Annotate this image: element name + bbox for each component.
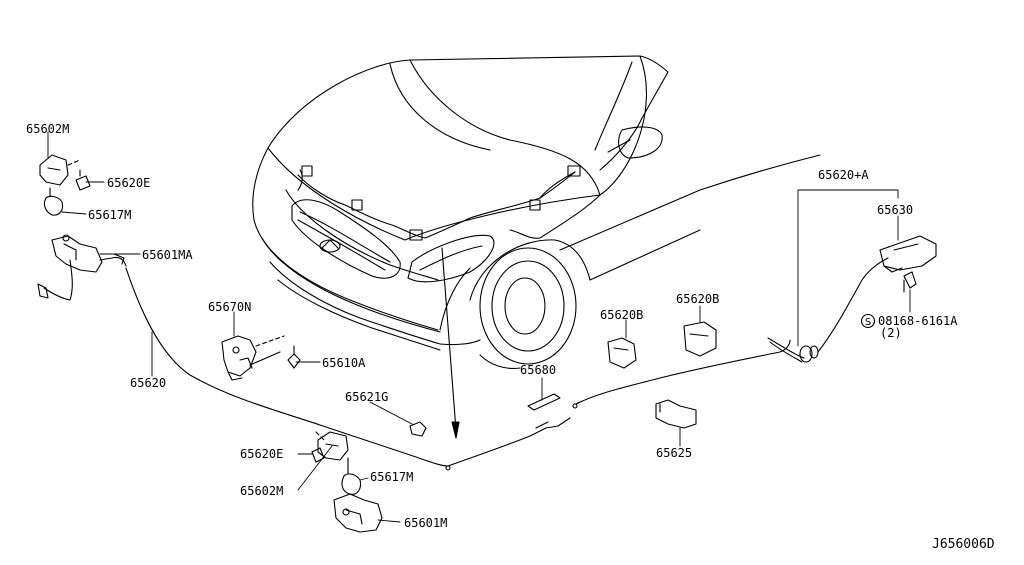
label-bolt-quantity: (2) xyxy=(880,326,902,340)
release-handle-65630 xyxy=(879,235,937,293)
hood-harness xyxy=(297,165,581,241)
label-65621G: 65621G xyxy=(345,390,389,404)
release-cable xyxy=(125,257,889,471)
label-65620-A: 65620+A xyxy=(818,168,869,182)
leader-lines xyxy=(47,131,911,523)
standard-part-symbol-icon xyxy=(860,313,876,329)
label-65620E-top: 65620E xyxy=(107,176,151,190)
hood-latch-65670N xyxy=(221,335,301,381)
pointer-arrow xyxy=(441,247,460,439)
latch-assembly-bottom xyxy=(311,421,427,533)
car-illustration xyxy=(252,55,821,369)
latch-assembly-top-left xyxy=(37,154,127,301)
label-65617M-bottom: 65617M xyxy=(370,470,414,484)
label-65680: 65680 xyxy=(520,363,557,377)
label-65620: 65620 xyxy=(130,376,167,390)
label-65620B-left: 65620B xyxy=(600,308,644,322)
label-65601M: 65601M xyxy=(404,516,448,530)
diagram-code: J656006D xyxy=(932,537,995,552)
label-65620E-bottom: 65620E xyxy=(240,447,284,461)
svg-text:S: S xyxy=(865,317,871,328)
label-65602M-bottom: 65602M xyxy=(240,484,284,498)
label-65617M-top: 65617M xyxy=(88,208,132,222)
label-65610A: 65610A xyxy=(322,356,366,370)
label-65602M-top: 65602M xyxy=(26,122,70,136)
label-bolt-08168-6161A: 08168-6161A xyxy=(878,314,958,328)
cable-parts-right xyxy=(527,321,717,429)
label-65601MA: 65601MA xyxy=(142,248,193,262)
label-65620B-right: 65620B xyxy=(676,292,720,306)
label-65625: 65625 xyxy=(656,446,693,460)
label-65630: 65630 xyxy=(877,203,914,217)
label-65670N: 65670N xyxy=(208,300,252,314)
